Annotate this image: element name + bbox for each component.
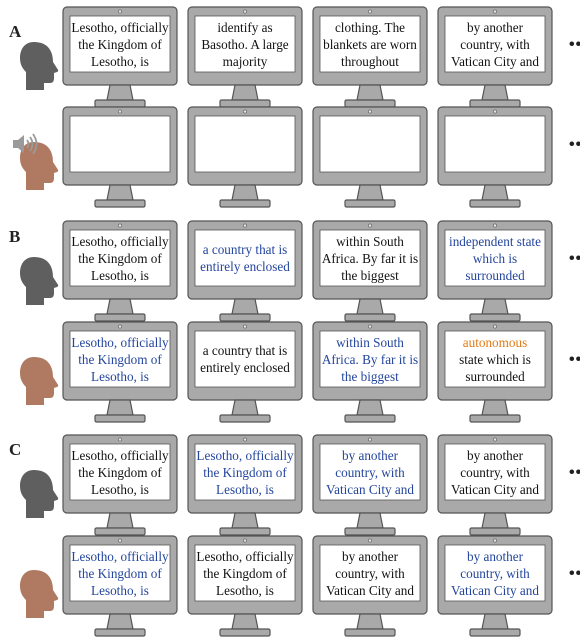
monitor: Lesotho, officially the Kingdom of Lesot… (187, 434, 303, 538)
monitor-screen (195, 116, 295, 172)
continuation-dots: •• (569, 464, 580, 481)
screen-text: a country that is entirely enclosed (200, 242, 290, 274)
person-head-icon-brown (18, 568, 60, 625)
monitor-screen: by another country, with Vatican City an… (445, 444, 545, 500)
screen-text: clothing. The blankets are worn througho… (323, 19, 417, 69)
screen-text: within South Africa. By far it is the bi… (321, 334, 419, 384)
monitor-screen: Lesotho, officially the Kingdom of Lesot… (70, 16, 170, 72)
screen-text: Lesotho, officially the Kingdom of Lesot… (71, 334, 169, 384)
continuation-dots: •• (569, 136, 580, 153)
monitor-screen: within South Africa. By far it is the bi… (320, 331, 420, 387)
monitor-screen: Lesotho, officially the Kingdom of Lesot… (195, 545, 295, 601)
person-head-icon-gray (18, 40, 60, 97)
monitor: clothing. The blankets are worn througho… (312, 6, 428, 110)
monitor-screen: by another country, with Vatican City an… (320, 545, 420, 601)
monitor-screen: by another country, with Vatican City an… (445, 16, 545, 72)
screen-text: Lesotho, officially the Kingdom of Lesot… (196, 548, 294, 598)
monitor: a country that is entirely enclosed (187, 220, 303, 324)
person-head-icon-gray (18, 255, 60, 312)
screen-text: by another country, with Vatican City an… (326, 548, 414, 598)
continuation-dots: •• (569, 250, 580, 267)
monitor: by another country, with Vatican City an… (437, 535, 553, 639)
screen-text: Lesotho, officially the Kingdom of Lesot… (71, 233, 169, 283)
person-head-icon-brown (18, 140, 60, 197)
screen-text: by another country, with Vatican City an… (451, 447, 539, 497)
screen-text: by another country, with Vatican City an… (451, 548, 539, 598)
monitor: Lesotho, officially the Kingdom of Lesot… (62, 6, 178, 110)
monitor-screen: within South Africa. By far it is the bi… (320, 230, 420, 286)
monitor: Lesotho, officially the Kingdom of Lesot… (62, 535, 178, 639)
monitor (312, 106, 428, 210)
person-head-icon-brown (18, 355, 60, 412)
continuation-dots: •• (569, 36, 580, 53)
screen-text: a country that is entirely enclosed (200, 343, 290, 375)
monitor (187, 106, 303, 210)
panel-label: B (9, 227, 21, 246)
monitor-screen: independent state which is surrounded (445, 230, 545, 286)
monitor: Lesotho, officially the Kingdom of Lesot… (62, 434, 178, 538)
monitor-screen: Lesotho, officially the Kingdom of Lesot… (70, 444, 170, 500)
monitor-screen (320, 116, 420, 172)
monitor-screen: Lesotho, officially the Kingdom of Lesot… (70, 331, 170, 387)
screen-text: Lesotho, officially the Kingdom of Lesot… (71, 548, 169, 598)
screen-text: independent state which is surrounded (449, 233, 541, 283)
monitor: by another country, with Vatican City an… (312, 535, 428, 639)
monitor: by another country, with Vatican City an… (437, 434, 553, 538)
monitor-screen: by another country, with Vatican City an… (445, 545, 545, 601)
monitor-screen: clothing. The blankets are worn througho… (320, 16, 420, 72)
screen-text: identify as Basotho. A large majority (201, 19, 289, 69)
monitor-screen: Lesotho, officially the Kingdom of Lesot… (195, 444, 295, 500)
monitor (437, 106, 553, 210)
screen-text: Lesotho, officially the Kingdom of Lesot… (71, 19, 169, 69)
panel-label: C (9, 440, 22, 459)
screen-text: by another country, with Vatican City an… (326, 447, 414, 497)
continuation-dots: •• (569, 351, 580, 368)
monitor-screen: identify as Basotho. A large majority (195, 16, 295, 72)
monitor-screen: Lesotho, officially the Kingdom of Lesot… (70, 545, 170, 601)
remaining-text: state which is surrounded (459, 351, 531, 384)
monitor: Lesotho, officially the Kingdom of Lesot… (62, 321, 178, 425)
monitor: within South Africa. By far it is the bi… (312, 321, 428, 425)
panel-label: A (9, 22, 22, 41)
monitor-screen (445, 116, 545, 172)
monitor: independent state which is surrounded (437, 220, 553, 324)
monitor-screen: a country that is entirely enclosed (195, 331, 295, 387)
monitor-screen (70, 116, 170, 172)
person-head-icon-gray (18, 468, 60, 525)
monitor: identify as Basotho. A large majority (187, 6, 303, 110)
monitor-screen: Lesotho, officially the Kingdom of Lesot… (70, 230, 170, 286)
screen-text: Lesotho, officially the Kingdom of Lesot… (196, 447, 294, 497)
continuation-dots: •• (569, 565, 580, 582)
monitor: Lesotho, officially the Kingdom of Lesot… (62, 220, 178, 324)
screen-text: by another country, with Vatican City an… (451, 19, 539, 69)
screen-text: within South Africa. By far it is the bi… (321, 233, 419, 283)
monitor: within South Africa. By far it is the bi… (312, 220, 428, 324)
speaker-icon (12, 133, 40, 160)
monitor: Lesotho, officially the Kingdom of Lesot… (187, 535, 303, 639)
monitor: by another country, with Vatican City an… (437, 6, 553, 110)
monitor-screen: a country that is entirely enclosed (195, 230, 295, 286)
monitor-screen: by another country, with Vatican City an… (320, 444, 420, 500)
monitor: a country that is entirely enclosed (187, 321, 303, 425)
highlighted-word: autonomous (462, 334, 528, 350)
screen-text: Lesotho, officially the Kingdom of Lesot… (71, 447, 169, 497)
monitor (62, 106, 178, 210)
monitor: by another country, with Vatican City an… (312, 434, 428, 538)
